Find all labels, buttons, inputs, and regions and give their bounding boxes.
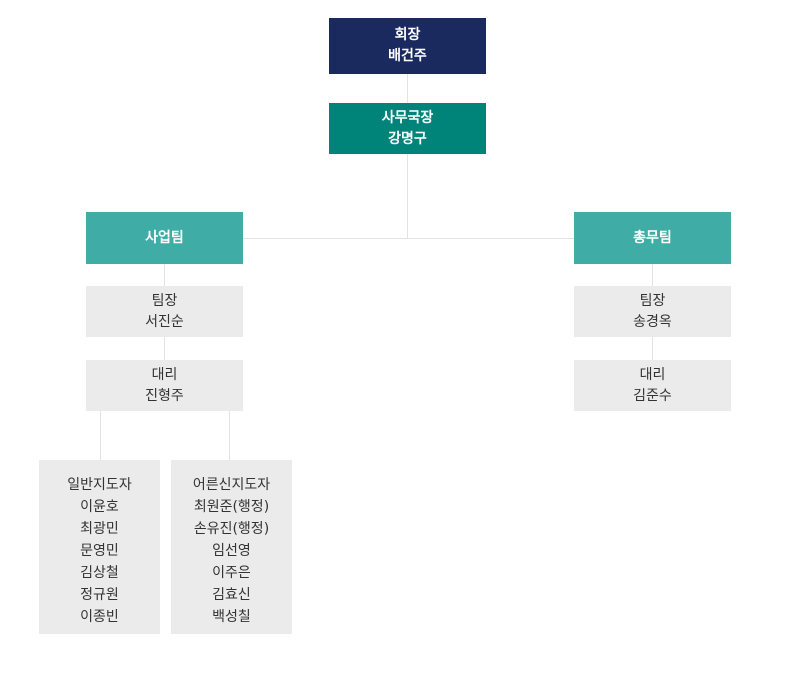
business-team-leader-box: 팀장 서진순 xyxy=(86,286,243,337)
general-affairs-leader-name: 송경옥 xyxy=(633,313,672,330)
general-instructors-title: 일반지도자 xyxy=(67,477,132,493)
secretary-general-name: 강명구 xyxy=(388,130,427,147)
general-affairs-assistant-name: 김준수 xyxy=(633,387,672,404)
business-team-leader-name: 서진순 xyxy=(145,313,184,330)
general-instructor-item: 김상철 xyxy=(80,565,119,581)
connector-ga-assistant xyxy=(652,337,653,360)
senior-instructors-box: 어른신지도자 최원준(행정) 손유진(행정) 임선영 이주은 김효신 백성칠 xyxy=(171,460,292,634)
connector-ga-leader xyxy=(652,264,653,286)
chairman-name: 배건주 xyxy=(388,48,427,64)
chairman-title: 회장 xyxy=(394,27,421,43)
general-instructor-item: 이윤호 xyxy=(80,499,119,515)
connector-business-leader xyxy=(164,264,165,286)
senior-instructor-item: 이주은 xyxy=(212,565,251,581)
business-team-assistant-box: 대리 진형주 xyxy=(86,360,243,411)
general-affairs-assistant-box: 대리 김준수 xyxy=(574,360,731,411)
general-affairs-leader-box: 팀장 송경옥 xyxy=(574,286,731,337)
senior-instructor-item: 김효신 xyxy=(212,587,251,603)
connector-senior-instructors xyxy=(229,411,230,460)
senior-instructor-item: 최원준(행정) xyxy=(193,499,270,515)
general-instructor-item: 이종빈 xyxy=(80,609,119,625)
senior-instructor-item: 임선영 xyxy=(212,543,251,559)
business-team-assistant-name: 진형주 xyxy=(145,387,184,404)
general-instructor-item: 최광민 xyxy=(80,521,119,537)
senior-instructor-item: 손유진(행정) xyxy=(193,521,270,537)
business-team-box: 사업팀 xyxy=(86,212,243,264)
chairman-box: 회장 배건주 xyxy=(329,18,486,74)
general-instructor-item: 문영민 xyxy=(80,543,119,559)
connector-business-assistant xyxy=(164,337,165,360)
connector-horizontal-teams xyxy=(243,238,574,239)
senior-instructors-title: 어른신지도자 xyxy=(192,477,271,493)
secretary-general-box: 사무국장 강명구 xyxy=(329,103,486,154)
general-instructors-box: 일반지도자 이윤호 최광민 문영민 김상철 정규원 이종빈 xyxy=(39,460,160,634)
business-team-name: 사업팀 xyxy=(145,229,184,246)
general-affairs-leader-title: 팀장 xyxy=(639,292,666,309)
connector-secretary-trunk xyxy=(407,154,408,238)
general-instructor-item: 정규원 xyxy=(80,587,119,603)
secretary-general-title: 사무국장 xyxy=(381,109,434,126)
senior-instructor-item: 백성칠 xyxy=(212,609,251,625)
general-affairs-team-name: 총무팀 xyxy=(633,229,672,246)
general-affairs-team-box: 총무팀 xyxy=(574,212,731,264)
connector-general-instructors xyxy=(100,411,101,460)
business-team-assistant-title: 대리 xyxy=(151,366,178,383)
connector-chairman-secretary xyxy=(407,74,408,103)
business-team-leader-title: 팀장 xyxy=(151,292,178,309)
general-affairs-assistant-title: 대리 xyxy=(639,366,666,383)
